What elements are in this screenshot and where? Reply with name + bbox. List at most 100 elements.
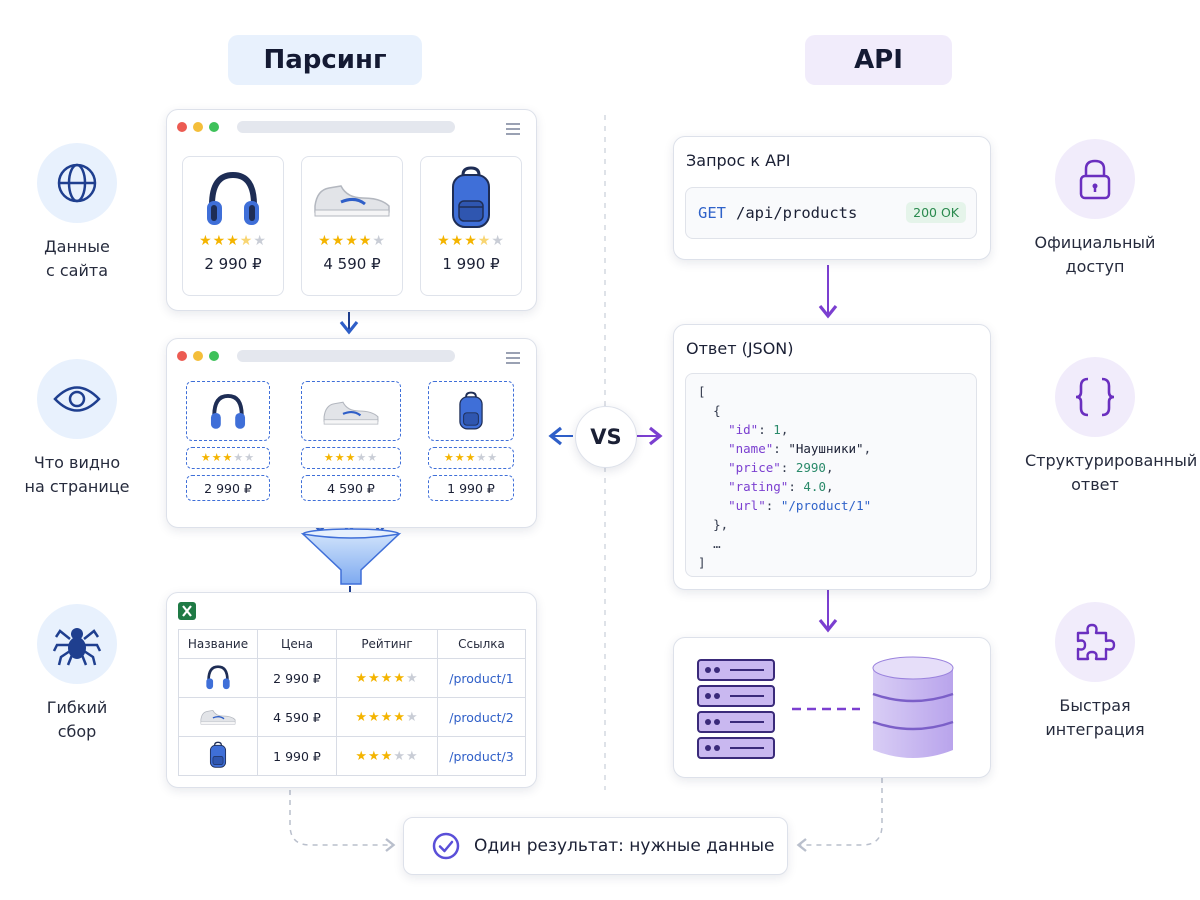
selection-rating: ★★★★★ — [301, 447, 401, 469]
product-card-headphones: ★★★★★ 2 990 ₽ — [182, 156, 284, 296]
col-header-price: Цена — [257, 629, 337, 659]
close-dot — [177, 122, 187, 132]
check-circle-icon — [432, 832, 460, 860]
api-response-card: Ответ (JSON) [ { "id": 1, "name": "Наушн… — [673, 324, 991, 590]
cell-link[interactable]: /product/2 — [437, 697, 526, 737]
headphones-icon — [207, 171, 259, 225]
selection-image-sneaker — [301, 381, 401, 441]
window-controls — [177, 351, 219, 361]
page-view-window: ★★★★★ 2 990 ₽ ★★★★★ 4 590 ₽ ★★★★★ 1 990 … — [166, 338, 537, 528]
product-price: 2 990 ₽ — [204, 255, 262, 273]
minimize-dot — [193, 351, 203, 361]
funnel-icon — [300, 528, 402, 585]
cell-image — [178, 697, 258, 737]
link-dashes — [792, 707, 860, 711]
response-title: Ответ (JSON) — [686, 339, 794, 358]
minimize-dot — [193, 122, 203, 132]
json-code-block: [ { "id": 1, "name": "Наушники", "price"… — [685, 373, 977, 577]
cell-price: 1 990 ₽ — [257, 736, 337, 776]
database-icon — [872, 656, 954, 758]
selection-image-backpack — [428, 381, 514, 441]
spider-icon — [52, 628, 102, 666]
sneaker-icon — [314, 185, 390, 217]
backpack-icon — [459, 391, 483, 430]
table-row: 1 990 ₽ ★★★★★ /product/3 — [178, 736, 526, 776]
vs-badge: VS — [575, 406, 637, 468]
result-label: Один результат: нужные данные — [474, 836, 775, 856]
cell-image — [178, 736, 258, 776]
lock-icon — [1079, 159, 1111, 200]
eye-icon — [53, 386, 101, 412]
window-controls — [177, 122, 219, 132]
http-method: GET — [698, 204, 726, 222]
join-left-to-result — [289, 790, 396, 852]
product-price: 1 990 ₽ — [442, 255, 500, 273]
address-bar — [237, 350, 455, 362]
result-box: Один результат: нужные данные — [403, 817, 788, 875]
selection-price: 4 590 ₽ — [301, 475, 401, 501]
product-rating-stars: ★★★★★ — [199, 233, 267, 249]
sneaker-icon — [323, 401, 379, 425]
puzzle-icon — [1076, 623, 1116, 661]
table-header-row: Название Цена Рейтинг Ссылка — [178, 629, 526, 659]
address-bar — [237, 121, 455, 133]
cell-link[interactable]: /product/3 — [437, 736, 526, 776]
product-card-sneaker: ★★★★★ 4 590 ₽ — [301, 156, 403, 296]
col-header-name: Название — [178, 629, 258, 659]
api-title: API — [805, 35, 952, 85]
integration-card — [673, 637, 991, 778]
maximize-dot — [209, 122, 219, 132]
parsing-title: Парсинг — [228, 35, 422, 85]
cell-image — [178, 658, 258, 698]
table-row: 2 990 ₽ ★★★★★ /product/1 — [178, 658, 526, 698]
headphones-icon — [210, 393, 246, 429]
product-rating-stars: ★★★★★ — [318, 233, 386, 249]
table-row: 4 590 ₽ ★★★★★ /product/2 — [178, 697, 526, 737]
status-badge: 200 OK — [906, 202, 966, 223]
cell-price: 2 990 ₽ — [257, 658, 337, 698]
results-table: Название Цена Рейтинг Ссылка 2 990 ₽ ★★★… — [178, 629, 526, 776]
site-browser-window: ★★★★★ 2 990 ₽ ★★★★★ 4 590 ₽ ★★★★★ 1 990 … — [166, 109, 537, 311]
headphones-icon — [206, 664, 230, 689]
menu-icon — [506, 352, 520, 367]
sneaker-icon — [200, 709, 236, 725]
backpack-icon — [209, 741, 227, 768]
cell-rating: ★★★★★ — [336, 658, 438, 698]
request-path: /api/products — [736, 204, 858, 222]
request-title: Запрос к API — [686, 151, 791, 170]
product-price: 4 590 ₽ — [323, 255, 381, 273]
cell-link[interactable]: /product/1 — [437, 658, 526, 698]
backpack-icon — [452, 166, 490, 228]
product-card-backpack: ★★★★★ 1 990 ₽ — [420, 156, 522, 296]
join-right-to-result — [796, 778, 883, 852]
globe-icon — [57, 163, 97, 203]
col-header-rating: Рейтинг — [336, 629, 438, 659]
menu-icon — [506, 123, 520, 138]
selection-image-headphones — [186, 381, 270, 441]
selection-price: 1 990 ₽ — [428, 475, 514, 501]
request-code: GET /api/products 200 OK — [685, 187, 977, 239]
selection-rating: ★★★★★ — [428, 447, 514, 469]
api-request-card: Запрос к API GET /api/products 200 OK — [673, 136, 991, 260]
product-rating-stars: ★★★★★ — [437, 233, 505, 249]
cell-rating: ★★★★★ — [336, 697, 438, 737]
excel-icon — [178, 602, 196, 620]
close-dot — [177, 351, 187, 361]
server-rack-icon — [697, 659, 775, 759]
selection-rating: ★★★★★ — [186, 447, 270, 469]
curly-braces-icon — [1075, 377, 1115, 417]
cell-rating: ★★★★★ — [336, 736, 438, 776]
results-table-card: Название Цена Рейтинг Ссылка 2 990 ₽ ★★★… — [166, 592, 537, 788]
maximize-dot — [209, 351, 219, 361]
